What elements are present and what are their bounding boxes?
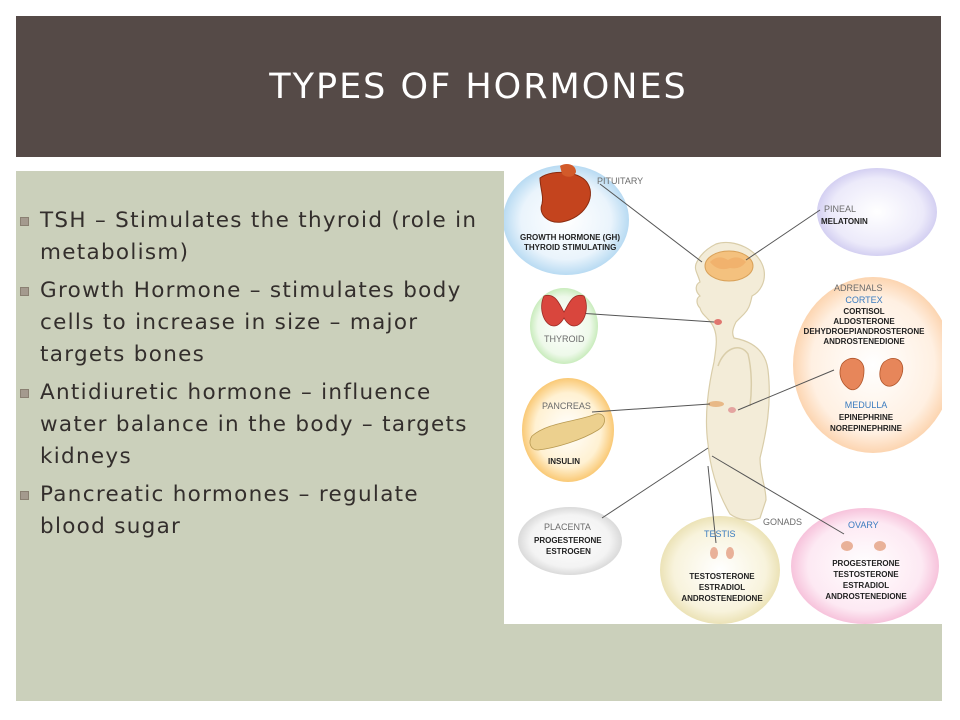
square-bullet-icon (20, 491, 29, 500)
placenta-connector (601, 447, 709, 519)
pituitary-label: PITUITARY (597, 176, 643, 186)
ovary-bubble (791, 508, 939, 624)
pancreas-hormone-1: INSULIN (548, 457, 580, 466)
square-bullet-icon (20, 217, 29, 226)
square-bullet-icon (20, 287, 29, 296)
pineal-hormone-1: MELATONIN (821, 217, 868, 226)
testis-right-icon (726, 547, 734, 559)
testis-left-icon (710, 547, 718, 559)
square-bullet-icon (20, 389, 29, 398)
bullet-item: Pancreatic hormones – regulate blood sug… (16, 479, 486, 543)
medulla-hormone-1: EPINEPHRINE (839, 413, 894, 422)
pineal-label: PINEAL (824, 204, 856, 214)
human-body-figure (694, 241, 770, 521)
pancreas-label: PANCREAS (542, 401, 591, 411)
cortex-hormones: CORTISOL ALDOSTERONE DEHYDROEPIANDROSTER… (804, 307, 926, 346)
cortex-hormone-4: ANDROSTENEDIONE (823, 337, 905, 346)
pineal-bubble (817, 168, 937, 256)
pancreas-gland-icon (529, 413, 605, 451)
arm-outline (717, 347, 753, 407)
testis-hormone-1: TESTOSTERONE (689, 572, 755, 581)
pineal-connector (745, 209, 821, 261)
gonads-label: GONADS (763, 517, 802, 527)
adrenals-label: ADRENALS (834, 283, 883, 293)
bullet-text: TSH – Stimulates the thyroid (role in me… (40, 208, 478, 265)
body-silhouette (694, 241, 770, 521)
medulla-hormone-2: NOREPINEPHRINE (830, 424, 903, 433)
bullet-text: Growth Hormone – stimulates body cells t… (40, 278, 462, 367)
testis-bubble (660, 516, 780, 624)
connector-lines (577, 183, 845, 544)
pituitary-hormone-2: THYROID STIMULATING (524, 243, 616, 252)
pituitary-connector (599, 183, 703, 263)
bullet-text: Pancreatic hormones – regulate blood sug… (40, 482, 419, 539)
ovary-left-icon (841, 541, 853, 551)
thyroid-label: THYROID (544, 334, 585, 344)
thyroid-bubble (530, 288, 598, 364)
pituitary-stalk-icon (560, 164, 576, 177)
pituitary-gland-icon (539, 171, 591, 223)
ovary-label: OVARY (848, 520, 879, 530)
ovary-hormone-4: ANDROSTENEDIONE (825, 592, 907, 601)
bullet-item: Antidiuretic hormone – influence water b… (16, 377, 486, 473)
testis-hormone-2: ESTRADIOL (699, 583, 745, 592)
ovary-right-icon (874, 541, 886, 551)
cortex-hormone-2: ALDOSTERONE (833, 317, 895, 326)
thyroid-connector (577, 312, 715, 323)
placenta-bubble (518, 507, 622, 575)
placenta-hormone-2: ESTROGEN (546, 547, 591, 556)
bullet-list: TSH – Stimulates the thyroid (role in me… (16, 205, 486, 549)
testis-hormone-3: ANDROSTENEDIONE (681, 594, 763, 603)
testis-connector (707, 465, 717, 544)
title-bar: TYPES OF HORMONES (16, 16, 941, 157)
adrenals-connector (737, 369, 835, 411)
bullet-item: TSH – Stimulates the thyroid (role in me… (16, 205, 486, 269)
bullet-text: Antidiuretic hormone – influence water b… (40, 380, 468, 469)
pancreas-in-body (708, 401, 724, 407)
adrenals-bubble (793, 277, 942, 453)
ovary-hormone-1: PROGESTERONE (832, 559, 900, 568)
cortex-hormone-1: CORTISOL (843, 307, 884, 316)
placenta-hormone-1: PROGESTERONE (534, 536, 602, 545)
thyroid-gland-icon (541, 294, 587, 327)
brain-detail (710, 257, 746, 270)
pancreas-connector (591, 403, 711, 413)
thyroid-in-body (714, 319, 722, 325)
adrenal-gland-right-icon (879, 358, 904, 387)
ovary-hormone-3: ESTRADIOL (843, 581, 889, 590)
adrenals-medulla-label: MEDULLA (845, 400, 888, 410)
ovary-connector (711, 455, 845, 535)
endocrine-diagram-svg: PITUITARY GROWTH HORMONE (GH) THYROID ST… (504, 164, 942, 624)
testis-label: TESTIS (704, 529, 736, 539)
endocrine-diagram: PITUITARY GROWTH HORMONE (GH) THYROID ST… (504, 158, 942, 624)
adrenals-cortex-label: CORTEX (845, 295, 882, 305)
bullet-item: Growth Hormone – stimulates body cells t… (16, 275, 486, 371)
pituitary-hormone-1: GROWTH HORMONE (GH) (520, 233, 620, 242)
adrenal-in-body (728, 407, 736, 413)
placenta-label: PLACENTA (544, 522, 591, 532)
adrenal-gland-left-icon (839, 357, 865, 391)
slide-title: TYPES OF HORMONES (269, 66, 688, 107)
ovary-hormone-2: TESTOSTERONE (833, 570, 899, 579)
cortex-hormone-3: DEHYDROEPIANDROSTERONE (804, 327, 926, 336)
